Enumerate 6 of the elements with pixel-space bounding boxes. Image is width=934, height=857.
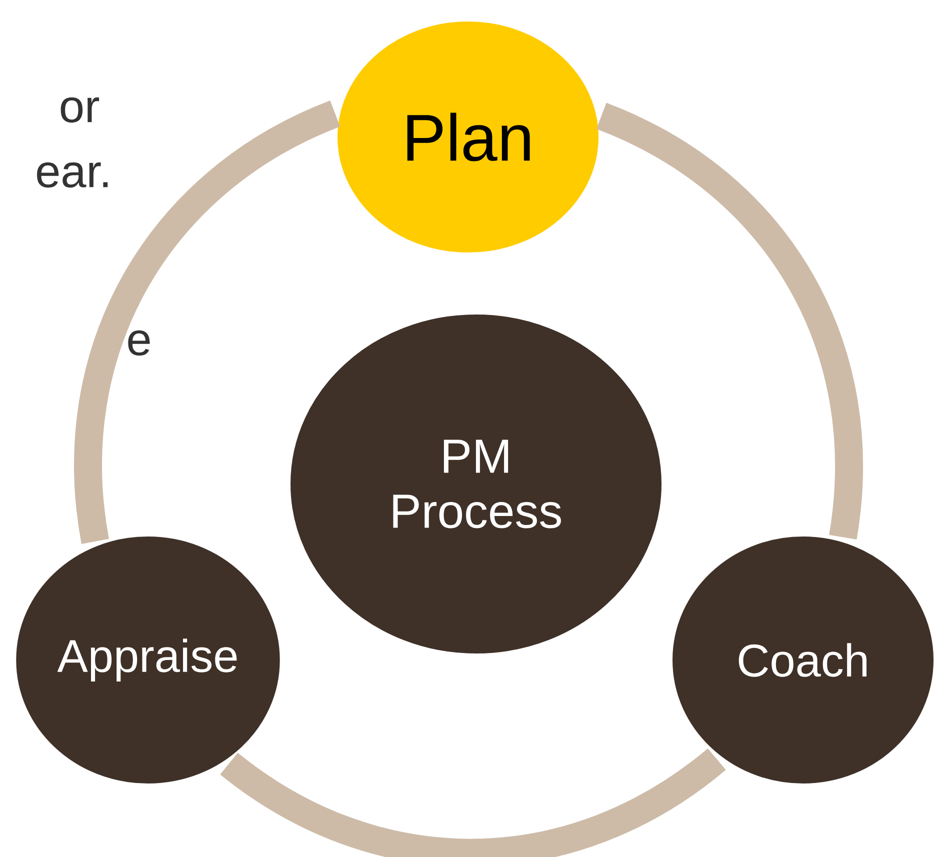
side-text: or <box>60 97 100 123</box>
side-text: e <box>128 330 150 356</box>
ring-segment <box>220 748 726 857</box>
ring-segment <box>596 103 862 539</box>
side-text: ear. <box>37 162 108 188</box>
ring-segment <box>74 100 341 544</box>
